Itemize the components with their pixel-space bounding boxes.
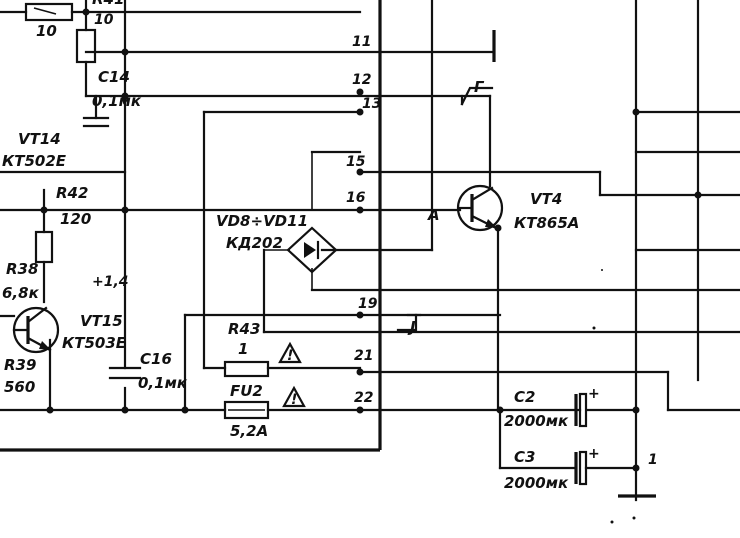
- tag-g: Г: [474, 78, 485, 96]
- pin-15: 15: [346, 154, 366, 170]
- label-vt4-type: КТ865А: [514, 214, 579, 232]
- pin-19: 19: [358, 296, 378, 312]
- label-c3-polarity: +: [588, 446, 600, 462]
- transistor-vt15: [12, 306, 60, 354]
- pin-21: 21: [354, 348, 373, 364]
- label-vt15-ref: VT15: [80, 312, 123, 330]
- label-vt15-type: КТ503Е: [62, 334, 127, 352]
- label-r39-ref: R39: [4, 356, 36, 374]
- component-labels: 10 R41 10 C14 0,1мк VT14 КТ502Е R42 120 …: [2, 0, 658, 492]
- label-c14-value: 0,1мк: [92, 92, 142, 110]
- diode-bridge: [286, 226, 338, 274]
- junctions: [40, 8, 702, 472]
- label-r39-value: 560: [4, 378, 35, 396]
- label-r38-value: 6,8к: [2, 284, 40, 302]
- transistor-vt4: [456, 184, 504, 232]
- label-r42-ref: R42: [56, 184, 88, 202]
- label-c3-value: 2000мк: [504, 474, 569, 492]
- label-r43-ref: R43: [228, 320, 260, 338]
- label-pin-10: 10: [94, 12, 114, 28]
- tag-j: J: [407, 318, 416, 336]
- label-c2-polarity: +: [588, 386, 600, 402]
- label-c2-value: 2000мк: [504, 412, 569, 430]
- tags: Г А J: [396, 78, 494, 336]
- label-node-1: 1: [648, 452, 658, 468]
- label-bridge-ref: VD8÷VD11: [216, 212, 308, 230]
- warning-mark-2: !: [291, 392, 297, 408]
- connector-pin-labels: 11 12 13 15 16 19 21 22: [346, 34, 381, 406]
- pin-12: 12: [352, 72, 371, 88]
- label-r38-ref: R38: [6, 260, 38, 278]
- label-r41: R41: [92, 0, 124, 8]
- label-c16-ref: C16: [140, 350, 172, 368]
- connector-bus: [0, 0, 382, 452]
- label-voltage: +1,4: [92, 274, 129, 290]
- resistors: [24, 2, 270, 420]
- label-bridge-type: КД202: [226, 234, 283, 252]
- label-vt4-ref: VT4: [530, 190, 562, 208]
- capacitors-electrolytic: [574, 392, 588, 486]
- label-c2-ref: C2: [514, 388, 535, 406]
- label-fu2-value: 5,2А: [230, 422, 268, 440]
- label-c16-value: 0,1мк: [138, 374, 188, 392]
- label-r42-value: 120: [60, 210, 91, 228]
- label-r43-value: 1: [238, 340, 248, 358]
- warning-mark-1: !: [287, 348, 293, 364]
- pin-13: 13: [362, 96, 381, 112]
- label-vt14-type: КТ502Е: [2, 152, 67, 170]
- label-vt14-ref: VT14: [18, 130, 61, 148]
- pin-16: 16: [346, 190, 366, 206]
- warning-triangles: ! !: [278, 341, 306, 408]
- tag-a: А: [427, 206, 440, 224]
- pin-22: 22: [354, 390, 373, 406]
- label-r-top: 10: [36, 22, 57, 40]
- label-c14-ref: C14: [98, 68, 130, 86]
- pin-11: 11: [352, 34, 371, 50]
- wires: [0, 0, 740, 502]
- label-c3-ref: C3: [514, 448, 535, 466]
- scan-noise: [592, 269, 636, 524]
- label-fu2-ref: FU2: [230, 382, 263, 400]
